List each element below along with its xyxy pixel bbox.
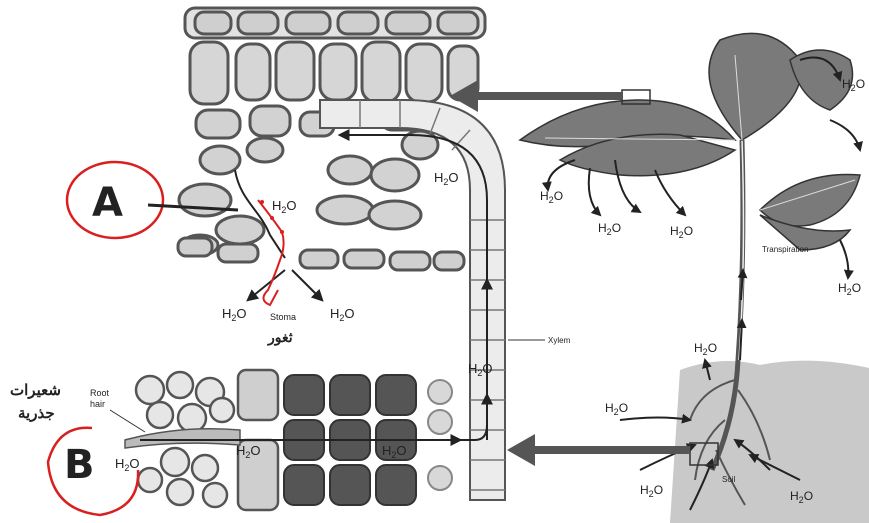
root-hair-label-2: hair: [90, 399, 105, 409]
stoma-label: Stoma: [270, 312, 296, 322]
stoma-label-arabic: ثغور: [267, 329, 293, 346]
h2o-label-soil-1: H2O: [605, 401, 628, 417]
h2o-label-xylem-top: H2O: [434, 170, 459, 187]
soil-label: Soil: [722, 475, 736, 484]
h2o-label-leaf-2: H2O: [598, 221, 621, 237]
xylem-label: Xylem: [548, 336, 571, 345]
h2o-label-leaf-5: H2O: [838, 281, 861, 297]
root-hair-arabic-2: جذرية: [18, 405, 55, 422]
root-hair-label-1: Root: [90, 388, 110, 398]
root-hair-arabic-1: شعيرات: [10, 382, 61, 399]
h2o-label-stoma-right: H2O: [330, 306, 355, 323]
h2o-label-leaf-1: H2O: [540, 189, 563, 205]
label-a: A: [92, 180, 123, 226]
h2o-label-stem: H2O: [694, 341, 717, 357]
h2o-label-soil-2: H2O: [640, 483, 663, 499]
h2o-label-leaf-3: H2O: [670, 224, 693, 240]
h2o-label-root-hair: H2O: [115, 456, 140, 473]
h2o-label-leaf-4: H2O: [842, 77, 865, 93]
root-cross-section: H2O H2O H2O Root hair شعيرات جذرية: [10, 370, 487, 510]
label-b: B: [64, 442, 95, 488]
transpiration-label: Transpiration: [762, 245, 808, 254]
h2o-label-leaf: H2O: [272, 198, 297, 215]
h2o-label-stoma-left: H2O: [222, 306, 247, 323]
